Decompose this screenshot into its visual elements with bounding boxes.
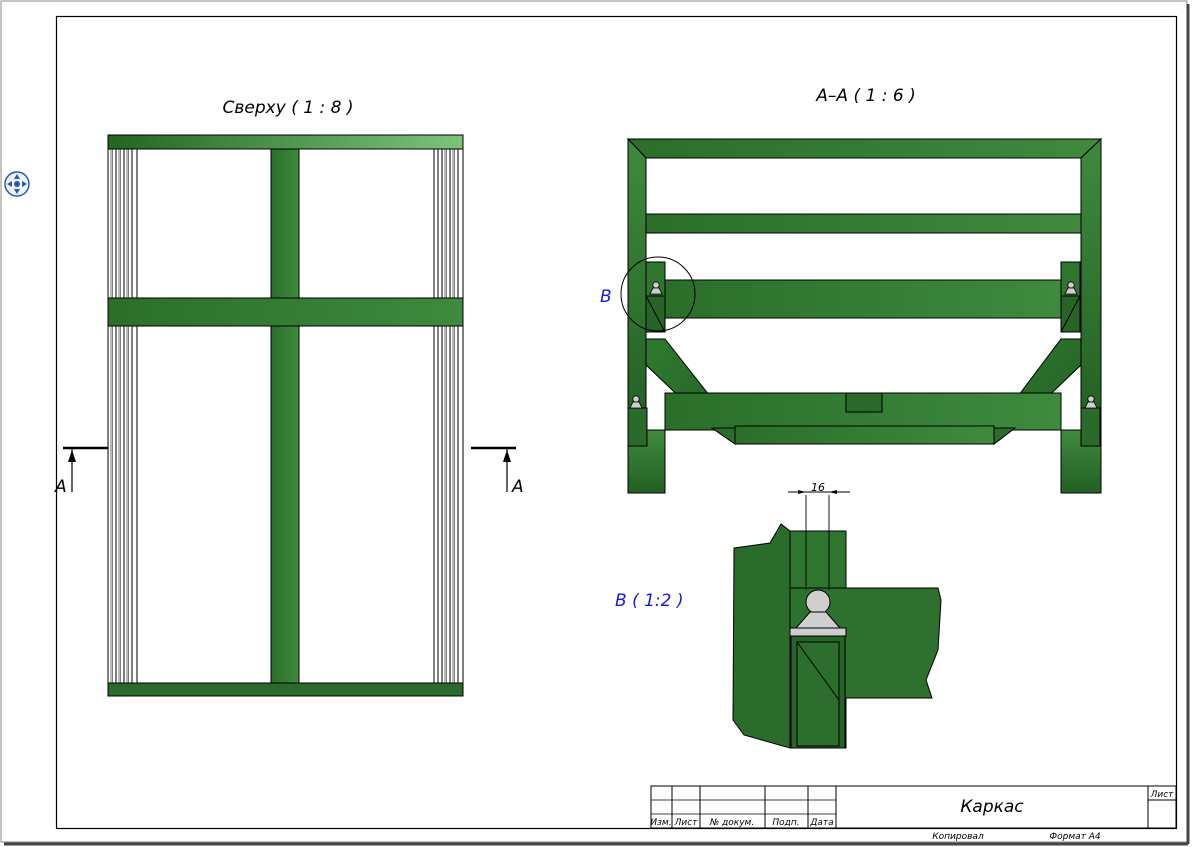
dimension-value: 16 [811,481,825,494]
bottom-beam [107,682,464,697]
tray-bottom [734,425,995,445]
detail-rail-profile [789,589,847,637]
stamp-col-doc: № докум. [709,818,754,828]
detail-view-title: В ( 1:2 ) [615,591,684,611]
top-view-title: Сверху ( 1 : 8 ) [223,98,354,118]
dimension-16: 16 [788,481,850,590]
detail-left-body [732,523,791,749]
stamp-sheet-label: Лист [1150,790,1175,800]
svg-text:А: А [54,477,67,497]
frame-left-post [627,137,647,431]
drawing-title: Каркас [960,797,1024,817]
tray-handle [845,392,883,413]
left-rail-stack [107,147,138,684]
upper-crossbar [645,213,1082,234]
frame-top-member [626,138,1103,159]
right-rail-stack [433,147,464,684]
detail-callout-circle [620,256,696,332]
section-view-title: А–А ( 1 : 6 ) [815,86,915,106]
svg-text:А: А [511,477,524,497]
stamp-format: Формат А4 [1049,832,1101,842]
center-vertical-beam [270,147,300,684]
frame-right-post [1080,137,1102,431]
drawing-border [55,15,1178,830]
title-block: Изм. Лист № докум. Подп. Дата Каркас Лис… [650,785,1177,842]
section-view: А–А ( 1 : 6 ) [600,86,1103,494]
middle-beam [107,297,464,327]
navigation-icon[interactable] [4,171,30,197]
stamp-col-date: Дата [809,818,833,828]
stamp-col-rev: Изм. [650,818,671,828]
top-view: Сверху ( 1 : 8 ) [54,98,524,697]
stamp-col-sheet: Лист [674,818,699,828]
stamp-col-sign: Подп. [772,818,799,828]
detail-view: В ( 1:2 ) 16 [615,481,942,749]
top-beam [107,134,464,150]
stamp-copied: Копировал [932,832,984,842]
middle-crossbar [662,279,1062,319]
cut-mark-left: А [54,446,108,497]
cut-mark-right: А [471,446,524,497]
detail-callout-label: В [600,287,612,307]
